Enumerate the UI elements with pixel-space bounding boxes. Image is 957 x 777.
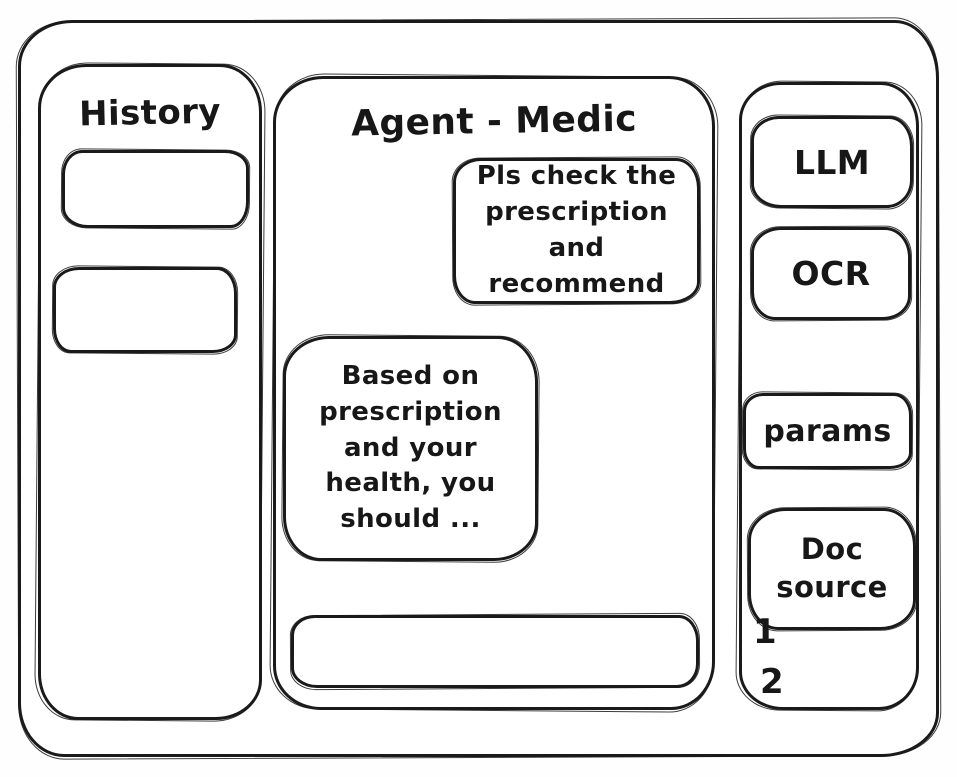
chat-input[interactable] bbox=[294, 618, 696, 685]
chat-input-bar bbox=[291, 615, 699, 688]
history-item[interactable] bbox=[62, 150, 249, 228]
ocr-button[interactable]: OCR bbox=[751, 227, 911, 320]
history-item[interactable] bbox=[53, 267, 237, 353]
assistant-message-bubble: Based on prescription and your health, y… bbox=[283, 336, 538, 561]
llm-button[interactable]: LLM bbox=[751, 116, 913, 208]
doc-source-item[interactable]: 2 bbox=[760, 662, 784, 702]
params-button[interactable]: params bbox=[743, 393, 912, 469]
doc-source-item[interactable]: 1 bbox=[753, 612, 777, 652]
history-title: History bbox=[78, 91, 222, 135]
chat-title: Agent - Medic bbox=[350, 98, 638, 145]
user-message-bubble: Pls check the prescription and recommend bbox=[453, 158, 700, 304]
doc-source-button[interactable]: Doc source bbox=[748, 508, 916, 630]
